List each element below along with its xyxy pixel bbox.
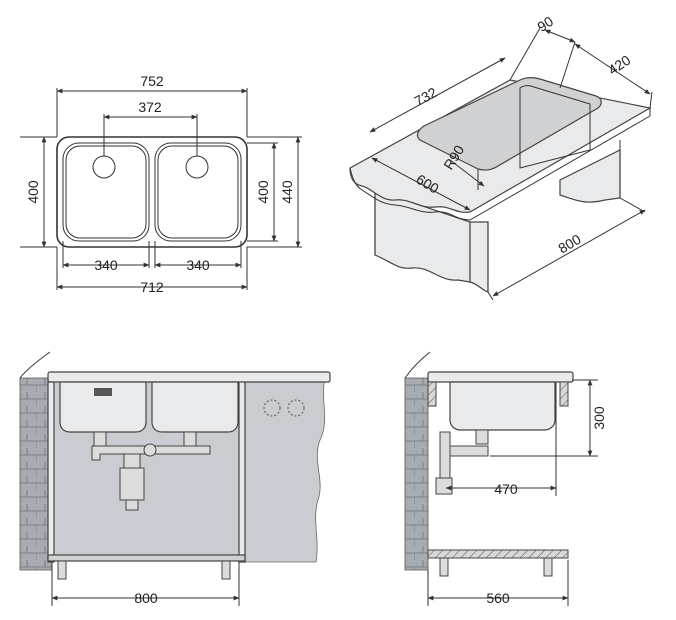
dim-470: 470 (494, 481, 518, 497)
tap-hole-icon-2 (287, 399, 305, 417)
dim-400-right: 400 (255, 180, 271, 204)
front-view (19, 351, 331, 580)
cabinet-body (374, 189, 471, 283)
dim-800-front: 800 (134, 590, 158, 606)
left-drain-icon (92, 155, 116, 179)
front-right-bowl (151, 381, 239, 433)
tap-hole-icon (263, 399, 281, 417)
dim-800-iso: 800 (555, 231, 583, 257)
right-drain-icon (185, 155, 209, 179)
dim-440: 440 (279, 180, 295, 204)
dim-560: 560 (486, 590, 510, 606)
top-view: 752 372 340 340 712 400 400 440 (20, 73, 302, 295)
side-view (404, 351, 574, 577)
dim-752: 752 (140, 73, 164, 89)
isometric-view: 732 90 420 600 R90 800 (349, 13, 653, 301)
left-bowl-outline (62, 142, 150, 242)
dim-420: 420 (605, 52, 633, 78)
dim-732: 732 (411, 84, 439, 109)
dim-340-left: 340 (94, 257, 118, 273)
front-countertop (47, 371, 331, 383)
left-wall-bricks (19, 377, 53, 571)
side-wall-bricks (404, 377, 429, 571)
overflow-icon (94, 388, 112, 396)
side-countertop (427, 371, 574, 383)
sink-rim-outline (56, 136, 248, 248)
side-bowl (449, 381, 556, 431)
dim-712: 712 (140, 279, 164, 295)
dim-400-left: 400 (25, 180, 41, 204)
dim-340-right: 340 (186, 257, 210, 273)
right-wall (244, 377, 326, 563)
dim-300: 300 (591, 406, 607, 430)
dim-372: 372 (138, 99, 162, 115)
right-bowl-outline (154, 142, 242, 242)
front-left-bowl (59, 381, 147, 433)
